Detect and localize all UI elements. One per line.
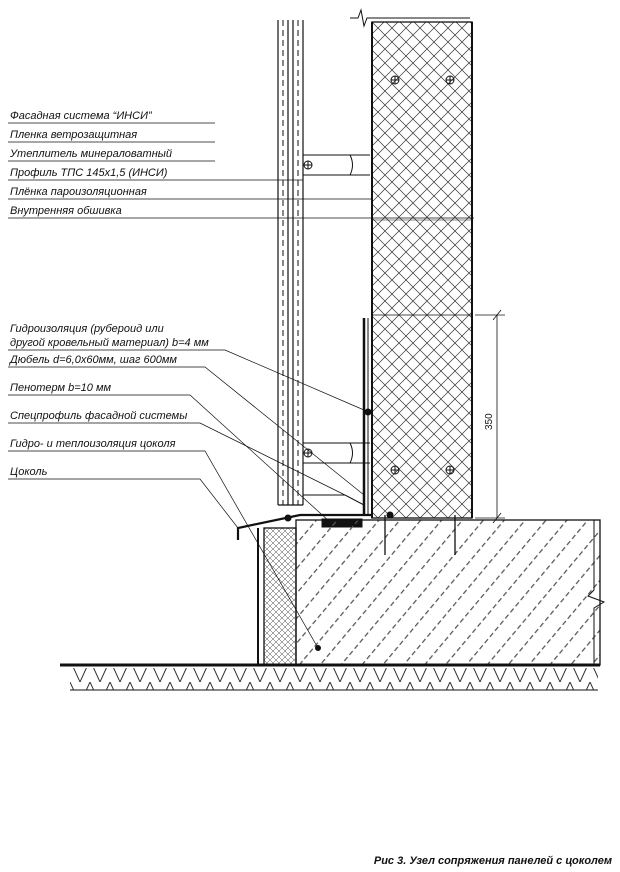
label-plinth: Цоколь [10,466,48,478]
label-profile: Профиль ТПС 145х1,5 (ИНСИ) [10,167,168,179]
bracket-lower [303,442,370,464]
label-inner-lining: Внутренняя обшивка [10,205,122,217]
dimension-350 [475,309,505,524]
label-wind-film: Пленка ветрозащитная [10,129,137,141]
wall-insulation-panel [350,8,473,519]
label-plinth-insulation: Гидро- и теплоизоляция цоколя [10,438,176,450]
ground-line [60,663,600,691]
facade-profile [277,20,304,506]
upper-leader-lines [8,122,474,219]
label-penoterm: Пенотерм b=10 мм [10,382,112,394]
bracket-upper [303,154,370,176]
label-waterproofing-line2: другой кровельный материал) b=4 мм [10,337,209,349]
label-vapor-film: Плёнка пароизоляционная [10,186,147,198]
dimension-value: 350 [484,413,495,430]
label-special-profile: Спецпрофиль фасадной системы [10,410,187,422]
lower-leader-lines [8,349,365,649]
figure-caption: Рис 3. Узел сопряжения панелей с цоколем [374,855,612,867]
label-dowel: Дюбель d=6,0х60мм, шаг 600мм [8,354,177,366]
label-facade-system: Фасадная система “ИНСИ” [10,110,153,122]
plinth-foundation [257,515,606,666]
label-waterproofing-line1: Гидроизоляция (рубероид или [10,323,164,335]
label-insulation: Утеплитель минераловатный [9,148,172,160]
waterproofing-strip [303,318,372,515]
panel-screws [390,75,455,475]
